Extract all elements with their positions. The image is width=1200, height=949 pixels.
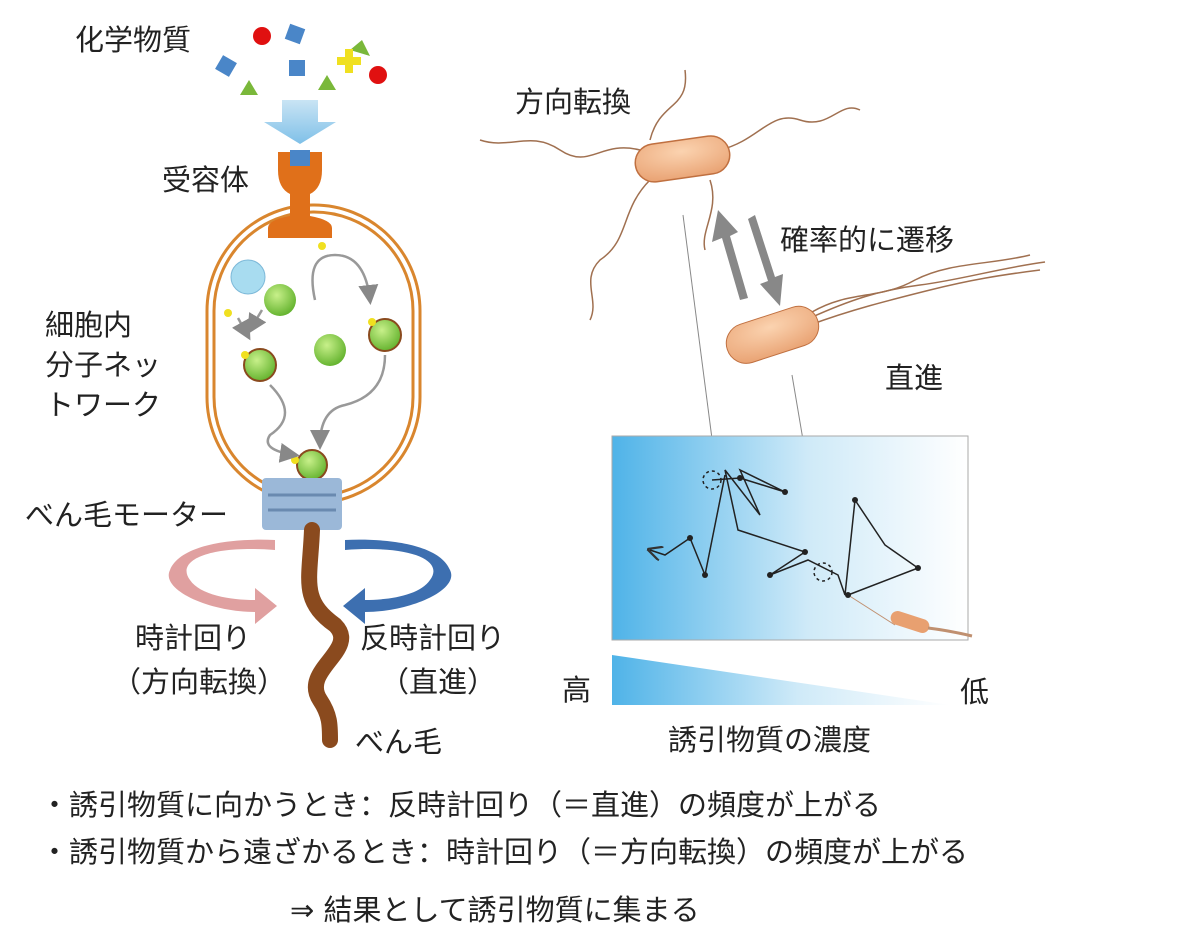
tumbling-bacterium bbox=[479, 69, 861, 321]
receptor-label: 受容体 bbox=[162, 163, 249, 197]
network-label-2: 分子ネッ bbox=[45, 348, 161, 382]
chemical-molecules bbox=[215, 23, 387, 95]
flagellum bbox=[301, 522, 350, 748]
molecular-network bbox=[224, 242, 402, 481]
transition-arrows-icon bbox=[712, 210, 783, 306]
bullet-2: ・誘引物質から遠ざかるとき：時計回り（＝方向転換）の頻度が上がる bbox=[40, 835, 968, 869]
ccw-sub-label: （直進） bbox=[380, 665, 496, 699]
concentration-field bbox=[611, 435, 969, 641]
network-label-1: 細胞内 bbox=[45, 308, 132, 342]
cw-sub-label: （方向転換） bbox=[112, 665, 286, 699]
down-arrow-icon bbox=[264, 100, 336, 144]
gradient-label: 誘引物質の濃度 bbox=[668, 723, 871, 757]
tumble-label: 方向転換 bbox=[515, 85, 631, 119]
transition-label: 確率的に遷移 bbox=[780, 223, 954, 257]
low-label: 低 bbox=[960, 675, 989, 709]
network-label-3: トワーク bbox=[45, 388, 161, 422]
high-label: 高 bbox=[562, 673, 591, 707]
chemicals-label: 化学物質 bbox=[75, 23, 191, 57]
counterclockwise-arrow-icon bbox=[343, 539, 452, 624]
run-label: 直進 bbox=[885, 361, 943, 395]
clockwise-arrow-icon bbox=[168, 539, 277, 624]
motor-label: べん毛モーター bbox=[25, 498, 228, 532]
cw-label: 時計回り bbox=[135, 621, 251, 655]
running-bacterium bbox=[725, 254, 1046, 364]
flagellum-label: べん毛 bbox=[355, 725, 442, 759]
receptor bbox=[268, 150, 332, 238]
ccw-label: 反時計回り bbox=[360, 621, 505, 655]
bullet-1: ・誘引物質に向かうとき：反時計回り（＝直進）の頻度が上がる bbox=[40, 788, 881, 822]
flagellar-motor bbox=[262, 478, 342, 530]
random-walk-path bbox=[650, 468, 920, 626]
concentration-gradient-wedge bbox=[612, 655, 950, 705]
walk-points bbox=[687, 475, 921, 598]
small-bacterium bbox=[890, 610, 973, 638]
conclusion: ⇒ 結果として誘引物質に集まる bbox=[290, 893, 700, 927]
